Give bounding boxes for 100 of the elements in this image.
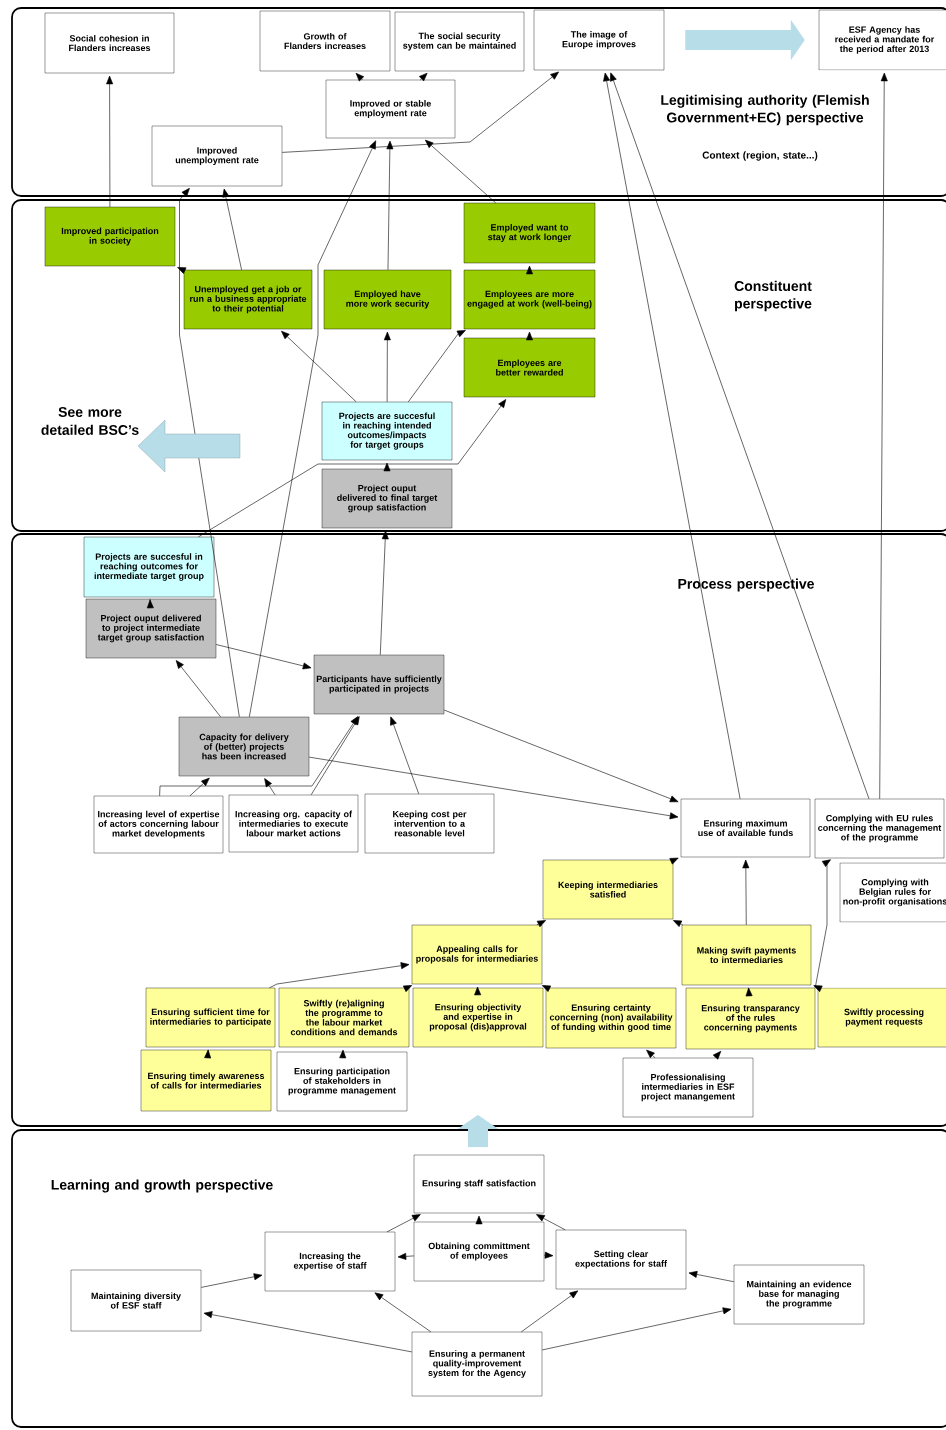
goal-box: Increasing the expertise of staff bbox=[264, 1231, 396, 1292]
goal-box: Complying with EU rules concerning the management of the programme bbox=[814, 798, 945, 859]
arrow bbox=[669, 857, 679, 865]
goal-box: Ensuring objectivity and expertise in proposal (dis)approval bbox=[412, 987, 544, 1048]
goal-box: Employed want to stay at work longer bbox=[463, 202, 596, 264]
goal-box: Maintaining diversity of ESF staff bbox=[70, 1269, 202, 1332]
arrow bbox=[397, 1253, 415, 1260]
goal-box: Participants have sufficiently participated in projects bbox=[313, 654, 445, 715]
arrow bbox=[189, 777, 210, 797]
goal-box: Ensuring sufficient time for intermediaries to participate bbox=[145, 987, 276, 1048]
goal-box: Ensuring certainty concerning (non) availability of funding within good time bbox=[545, 987, 677, 1049]
goal-box: Keeping intermediaries satisfied bbox=[542, 859, 674, 920]
arrow bbox=[688, 1271, 735, 1282]
section-heading: Learning and growth perspective bbox=[51, 1179, 273, 1193]
arrow bbox=[745, 987, 753, 997]
arrow bbox=[541, 1307, 732, 1351]
goal-box: Increasing level of expertise of actors concerning labour market developments bbox=[93, 795, 224, 854]
arrow bbox=[249, 140, 377, 718]
section-heading: Constituent perspective bbox=[734, 280, 812, 312]
goal-box: Unemployed get a job or run a business appropriate to their potential bbox=[183, 269, 313, 330]
arrow bbox=[281, 71, 559, 153]
arrow bbox=[146, 598, 154, 609]
arrow bbox=[204, 1049, 212, 1059]
arrow bbox=[673, 920, 683, 927]
goal-box: Capacity for delivery of (better) projects has been increased bbox=[178, 716, 310, 777]
arrow bbox=[541, 985, 551, 992]
arrow bbox=[646, 1049, 656, 1059]
arrow bbox=[339, 1049, 347, 1059]
arrow bbox=[200, 1273, 263, 1288]
goal-box: Projects are succesful in reaching intended outcomes/impacts for target groups bbox=[321, 401, 453, 461]
arrow bbox=[222, 188, 242, 271]
arrow bbox=[215, 644, 312, 670]
arrow bbox=[443, 709, 679, 803]
goal-box: Improved participation in society bbox=[44, 206, 176, 267]
arrow bbox=[386, 140, 394, 271]
arrow bbox=[403, 985, 413, 992]
arrow bbox=[383, 331, 391, 403]
arrow bbox=[474, 986, 482, 996]
goal-box: Ensuring transparancy of the rules concerning payments bbox=[685, 987, 816, 1050]
goal-box: Swiftly processing payment requests bbox=[817, 987, 946, 1048]
goal-box: Making swift payments to intermediaries bbox=[681, 924, 812, 986]
arrow bbox=[543, 1251, 554, 1259]
goal-box: Maintaining an evidence base for managing the programme bbox=[733, 1264, 865, 1325]
side-note: See more detailed BSC’s bbox=[41, 407, 139, 435]
arrow bbox=[374, 1292, 432, 1333]
arrow bbox=[526, 265, 533, 275]
arrow bbox=[742, 859, 750, 926]
goal-box: ESF Agency has received a mandate for the period after 2013 bbox=[818, 9, 946, 71]
goal-box: Complying with Belgian rules for non-profit organisations bbox=[839, 862, 946, 923]
goal-box: Setting clear expectations for staff bbox=[555, 1229, 687, 1290]
section-heading: Context (region, state...) bbox=[702, 151, 818, 161]
section-heading: Process perspective bbox=[678, 578, 814, 592]
goal-box: Keeping cost per intervention to a reasonable level bbox=[364, 793, 495, 854]
arrow bbox=[526, 331, 533, 341]
arrow bbox=[813, 985, 823, 992]
arrow bbox=[879, 72, 888, 800]
goal-box: Projects are succesful in reaching outcomes for intermediate target group bbox=[83, 536, 215, 598]
arrow bbox=[379, 530, 389, 656]
arrow bbox=[610, 72, 870, 800]
goal-box: The image of Europe improves bbox=[533, 9, 665, 71]
arrow bbox=[712, 1051, 722, 1060]
arrow bbox=[386, 1214, 421, 1233]
goal-box: The social security system can be maintained bbox=[394, 11, 525, 72]
section-heading: Legitimising authority (Flemish Government+EC) perspective bbox=[661, 94, 869, 126]
arrow bbox=[269, 962, 410, 989]
arrow bbox=[281, 330, 357, 403]
arrow bbox=[521, 1290, 579, 1333]
arrow bbox=[419, 72, 428, 82]
goal-box: Ensuring timely awareness of calls for intermediaries bbox=[140, 1049, 272, 1112]
arrow bbox=[175, 660, 221, 718]
arrow bbox=[475, 1215, 483, 1225]
arrow bbox=[159, 716, 359, 797]
arrow bbox=[264, 778, 276, 796]
goal-box: Project ouput delivered to final target group satisfaction bbox=[321, 468, 453, 529]
arrow bbox=[383, 462, 391, 472]
arrow bbox=[355, 72, 365, 82]
goal-box: Increasing org. capacity of intermediaries to execute labour market actions bbox=[228, 794, 359, 853]
arrow bbox=[603, 72, 741, 800]
goal-box: Project ouput delivered to project intermediate target group satisfaction bbox=[85, 598, 217, 659]
arrow bbox=[536, 1214, 566, 1231]
arrow bbox=[408, 330, 466, 403]
arrow bbox=[536, 920, 546, 928]
goal-box: Social cohesion in Flanders increases bbox=[44, 12, 175, 74]
goal-box: Ensuring staff satisfaction bbox=[413, 1154, 545, 1214]
arrow bbox=[106, 75, 114, 208]
goal-box: Employed have more work security bbox=[323, 269, 452, 330]
goal-box: Employees are better rewarded bbox=[463, 337, 596, 398]
goal-box: Ensuring maximum use of available funds bbox=[680, 798, 811, 858]
arrow bbox=[203, 1311, 413, 1353]
goal-box: Improved unemployment rate bbox=[151, 125, 283, 187]
arrow bbox=[179, 188, 240, 718]
arrow bbox=[198, 399, 507, 538]
arrow bbox=[310, 716, 360, 796]
arrow bbox=[177, 267, 187, 274]
goal-box: Improved or stable employment rate bbox=[325, 79, 456, 139]
arrow bbox=[425, 139, 496, 204]
goal-box: Appealing calls for proposals for intermediaries bbox=[411, 924, 543, 985]
arrow bbox=[308, 756, 679, 820]
goal-box: Growth of Flanders increases bbox=[259, 10, 391, 72]
goal-box: Employees are more engaged at work (well-being) bbox=[463, 269, 596, 330]
